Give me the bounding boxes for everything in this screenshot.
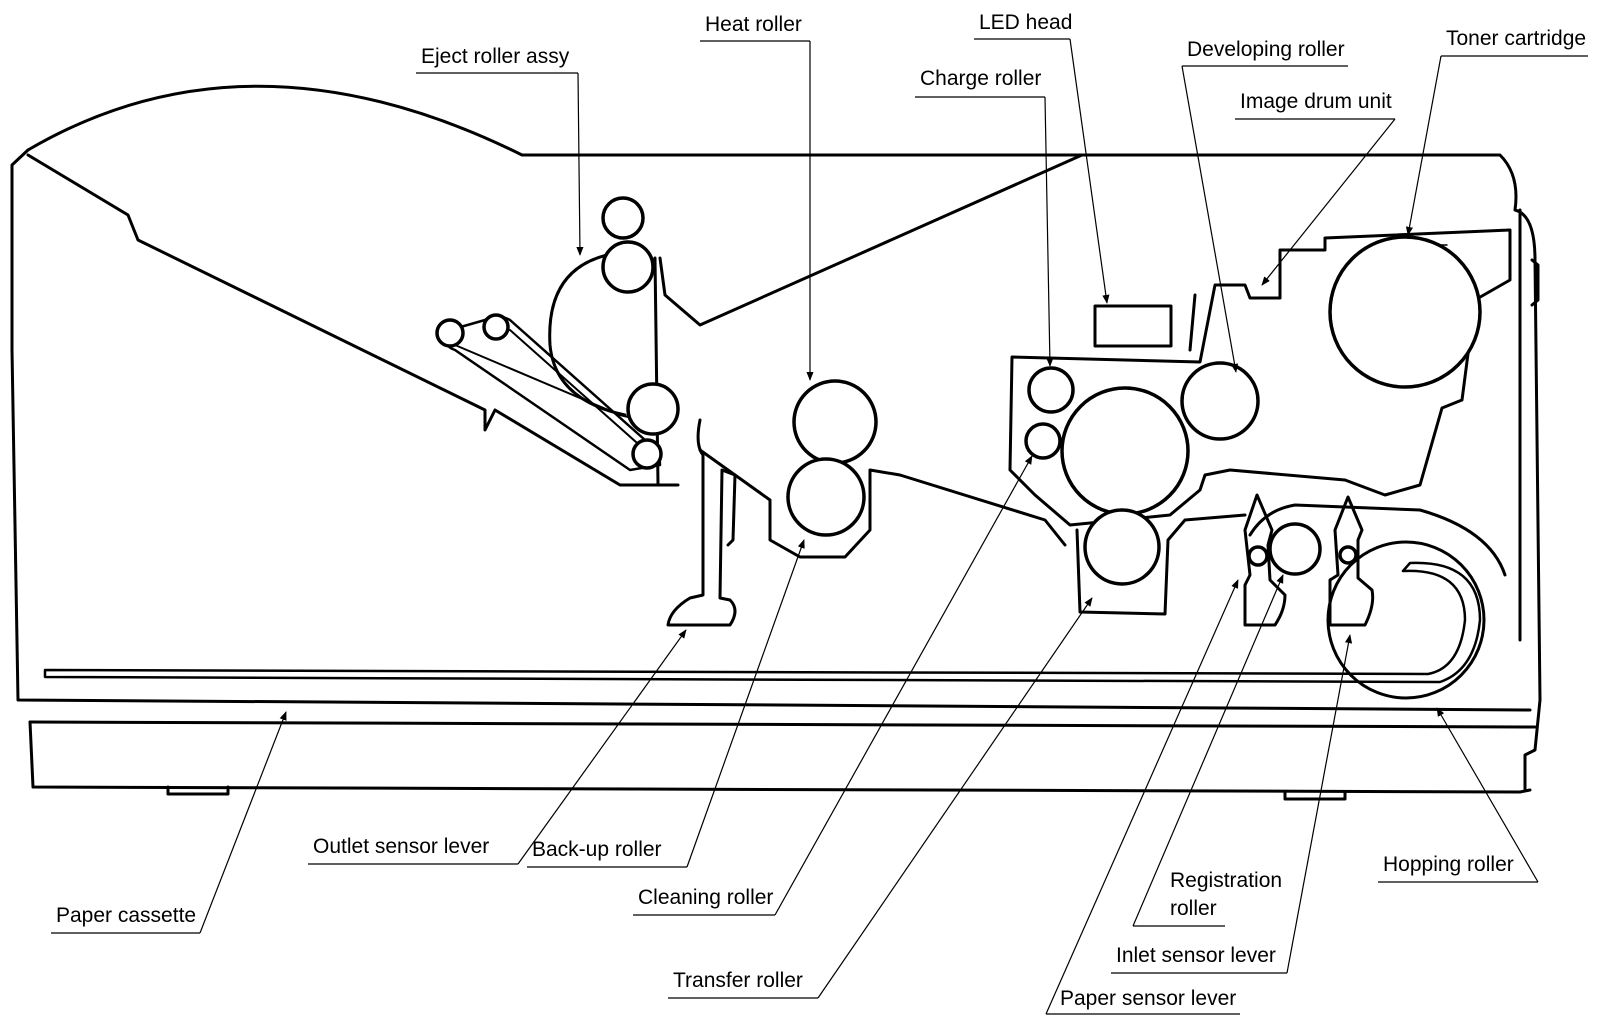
svg-text:Inlet sensor lever: Inlet sensor lever [1116, 944, 1276, 967]
label-charge-roller: Charge roller [915, 67, 1054, 367]
label-paper-sensor-lever: Paper sensor lever [1045, 579, 1240, 1015]
toner-cartridge-shape [1328, 235, 1482, 389]
svg-text:Outlet sensor lever: Outlet sensor lever [313, 835, 489, 858]
label-inlet-sensor-lever: Inlet sensor lever [1111, 634, 1353, 974]
label-paper-cassette: Paper cassette [51, 711, 287, 934]
registration-roller-shape [1268, 522, 1322, 576]
paper-sensor-lever-shape [1243, 493, 1287, 627]
feed-unit [1243, 493, 1507, 700]
svg-text:Image drum unit: Image drum unit [1240, 90, 1392, 113]
label-led-head: LED head [974, 11, 1110, 304]
label-cleaning-roller: Cleaning roller [633, 455, 1033, 916]
svg-text:Charge roller: Charge roller [920, 67, 1041, 90]
svg-text:roller: roller [1170, 897, 1217, 920]
backup-roller-shape [786, 457, 866, 537]
transfer-roller-shape [1083, 508, 1161, 586]
label-heat-roller: Heat roller [700, 13, 814, 381]
svg-text:Developing roller: Developing roller [1187, 38, 1345, 61]
label-outlet-sensor-lever: Outlet sensor lever [308, 629, 687, 865]
image-drum-unit-shape [1008, 228, 1512, 527]
label-transfer-roller: Transfer roller [668, 597, 1093, 999]
label-developing-roller: Developing roller [1181, 38, 1348, 373]
label-toner-cartridge: Toner cartridge [1405, 27, 1588, 236]
svg-text:Heat roller: Heat roller [705, 13, 802, 36]
printer-housing [10, 84, 1542, 801]
svg-text:Paper sensor lever: Paper sensor lever [1060, 987, 1236, 1010]
cleaning-roller-shape [1024, 422, 1062, 460]
label-image-drum-unit: Image drum unit [1235, 90, 1396, 286]
inlet-sensor-lever-shape [1328, 495, 1375, 627]
transfer-unit [1075, 508, 1247, 616]
svg-text:Transfer roller: Transfer roller [673, 969, 803, 992]
label-backup-roller: Back-up roller [527, 539, 805, 868]
developing-roller-shape [1180, 361, 1260, 441]
svg-text:LED head: LED head [979, 11, 1072, 34]
svg-text:Cleaning roller: Cleaning roller [638, 886, 773, 909]
svg-text:Eject roller assy: Eject roller assy [421, 45, 570, 68]
eject-paper-path [26, 153, 1084, 487]
heat-roller-shape [792, 379, 878, 465]
svg-text:Hopping roller: Hopping roller [1383, 853, 1514, 876]
label-registration-roller: Registration roller [1132, 574, 1284, 927]
svg-text:Back-up roller: Back-up roller [532, 838, 662, 861]
svg-text:Paper cassette: Paper cassette [56, 904, 196, 927]
fuser-unit [698, 379, 1067, 559]
label-hopping-roller: Hopping roller [1378, 707, 1539, 883]
led-head-shape [1093, 304, 1173, 348]
hopping-roller-shape [1326, 540, 1486, 700]
charge-roller-shape [1027, 366, 1075, 414]
svg-text:Toner cartridge: Toner cartridge [1446, 27, 1586, 50]
eject-rollers [435, 196, 680, 470]
outlet-sensor-lever-shape [666, 418, 737, 627]
label-eject-roller-assy: Eject roller assy [416, 45, 584, 256]
svg-text:Registration: Registration [1170, 869, 1282, 892]
image-drum-shape [1060, 386, 1190, 516]
